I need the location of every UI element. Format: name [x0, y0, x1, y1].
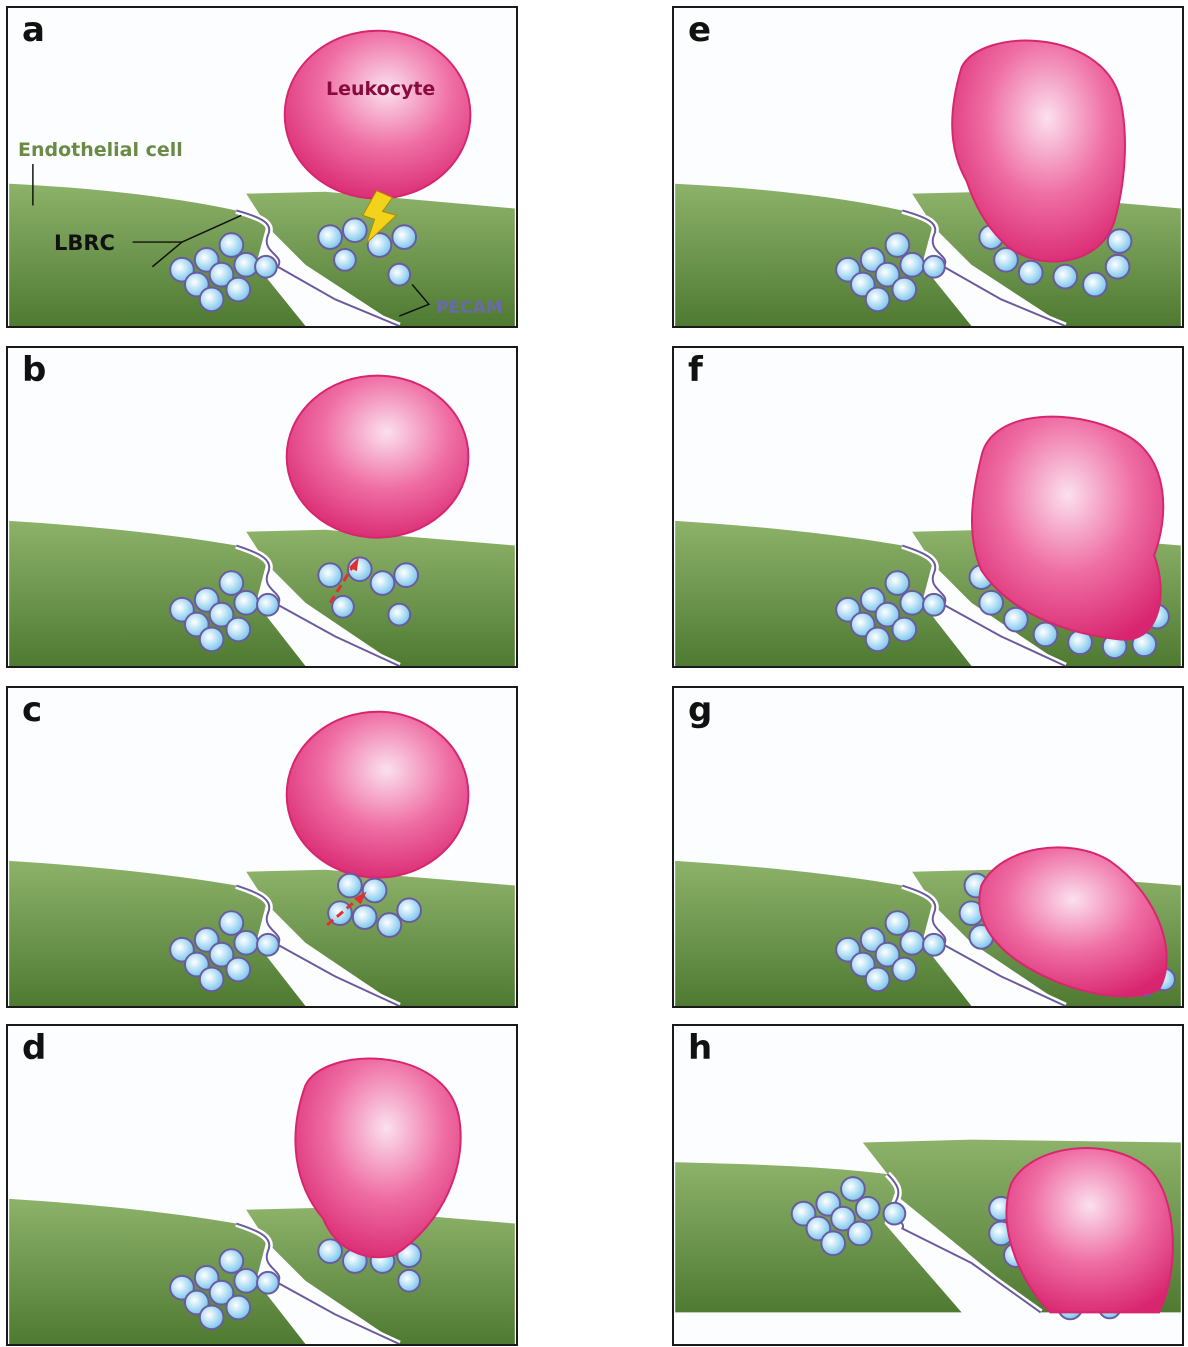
panel-letter: b: [22, 350, 46, 390]
panel-g-illustration: [674, 688, 1182, 1006]
lbrc-label: LBRC: [54, 231, 115, 255]
panel-b: b: [6, 346, 518, 668]
panel-d-illustration: [8, 1026, 516, 1344]
leukocyte: [1007, 1148, 1173, 1312]
panel-c-illustration: [8, 688, 516, 1006]
panel-h-illustration: [674, 1026, 1182, 1344]
panel-f: f: [672, 346, 1184, 668]
panel-letter: h: [688, 1028, 712, 1068]
pecam-label: PECAM: [436, 298, 503, 318]
leukocyte: [287, 376, 469, 538]
panel-a-illustration: [8, 8, 516, 326]
leukocyte: [287, 712, 469, 878]
panel-letter: d: [22, 1028, 46, 1068]
panel-letter: f: [688, 350, 703, 390]
panel-c: c: [6, 686, 518, 1008]
panel-h: h: [672, 1024, 1184, 1346]
panel-d: d: [6, 1024, 518, 1346]
panel-b-illustration: [8, 348, 516, 666]
panel-letter: a: [22, 10, 45, 50]
panel-letter: g: [688, 690, 712, 730]
leukocyte-label: Leukocyte: [326, 78, 435, 100]
panel-a: a Endothelial cell Leukocyte LBRC PECAM: [6, 6, 518, 328]
panel-e-illustration: [674, 8, 1182, 326]
panel-g: g: [672, 686, 1184, 1008]
panel-letter: e: [688, 10, 711, 50]
leukocyte: [285, 31, 471, 199]
endothelial-cell-label: Endothelial cell: [18, 139, 183, 161]
leukocyte: [979, 847, 1166, 996]
panel-e: e: [672, 6, 1184, 328]
panel-f-illustration: [674, 348, 1182, 666]
panel-letter: c: [22, 690, 42, 730]
